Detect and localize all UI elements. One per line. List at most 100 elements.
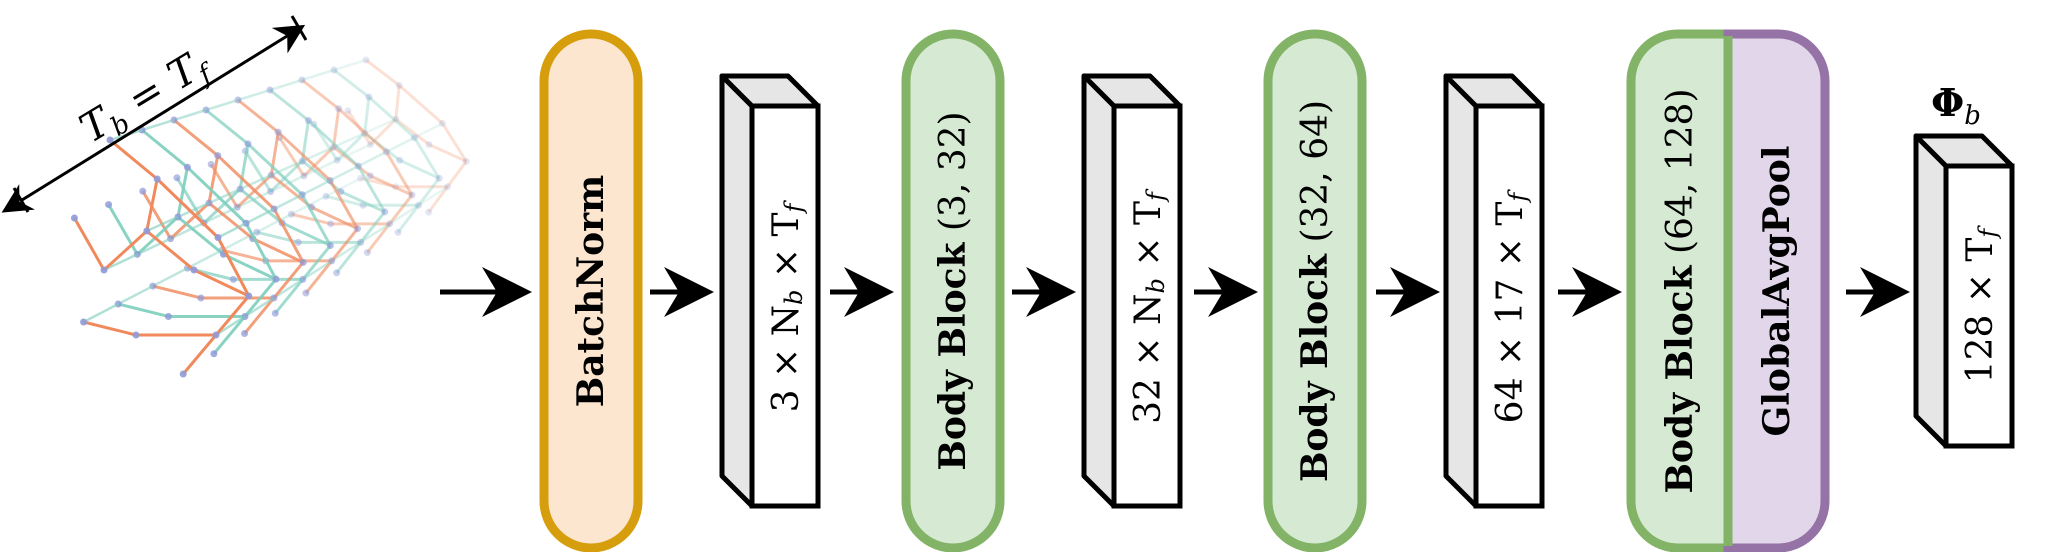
skeleton-temporal-link: [273, 278, 304, 299]
skeleton-joint: [439, 119, 446, 127]
skeleton-bone: [301, 78, 340, 110]
skeleton-joint: [354, 225, 362, 233]
tensor-3-label: 64 × 17 × Tf: [1490, 189, 1533, 424]
skeleton-bone: [369, 174, 413, 197]
skeleton-temporal-link: [325, 177, 362, 198]
skeleton-temporal-link: [173, 108, 207, 122]
skeleton-bone: [363, 96, 371, 134]
skeleton-joint: [272, 275, 280, 283]
skeleton-bone: [357, 165, 387, 213]
skeleton-joint: [394, 228, 402, 236]
skeleton-joint: [274, 128, 282, 136]
skeleton-joint: [271, 309, 279, 317]
skeleton-temporal-link: [385, 136, 416, 154]
skeleton-bone: [369, 118, 397, 146]
skeleton-joint: [425, 208, 433, 216]
skeleton-joint: [326, 176, 334, 184]
skeleton-joint: [214, 234, 222, 241]
skeleton-bone: [216, 236, 251, 297]
skeleton-joint: [190, 266, 198, 274]
skeleton-bone: [333, 68, 370, 99]
skeleton-bone: [310, 205, 359, 231]
skeleton-bone: [221, 248, 267, 263]
skeleton-joint: [183, 163, 191, 171]
skeleton-bone: [359, 210, 386, 244]
skeleton-joint: [214, 152, 222, 160]
skeleton-bone: [301, 244, 332, 281]
skeleton-bone: [290, 212, 331, 226]
skeleton-joint: [361, 129, 369, 137]
skeleton-temporal-link: [186, 249, 223, 270]
skeleton-temporal-link: [333, 131, 366, 149]
skeleton-bone: [446, 160, 468, 188]
skeleton-bone: [335, 241, 362, 274]
skeleton-joint: [365, 93, 373, 101]
skeleton-joint: [408, 191, 416, 199]
globalavgpool-label: GlobalAvgPool: [1756, 146, 1798, 437]
skeleton-bone: [252, 237, 304, 264]
skeleton-joint: [330, 66, 338, 74]
skeleton-temporal-link: [269, 78, 303, 92]
skeleton-sequence-illustration: Tb = Tf: [1, 15, 470, 378]
skeleton-bone: [366, 222, 391, 254]
skeleton-joint: [357, 238, 365, 246]
skeleton-joint: [294, 238, 302, 246]
skeleton-bone: [83, 320, 137, 337]
skeleton-joint: [382, 148, 390, 156]
skeleton-joint: [164, 312, 172, 320]
skeleton-bone: [428, 143, 467, 163]
skeleton-temporal-link: [152, 267, 189, 288]
skeleton-bone: [399, 158, 440, 180]
skeleton-bone: [346, 109, 372, 146]
body-block-32-64: Body Block (32, 64): [1263, 29, 1367, 552]
skeleton-bone: [269, 88, 310, 122]
skeleton-bone: [363, 131, 401, 162]
skeleton-temporal-link: [336, 143, 372, 162]
output-tensor-128-tf: 128 × Tf Φb: [1913, 80, 2015, 449]
skeleton-joint: [327, 220, 335, 228]
skeleton-bone: [237, 98, 280, 134]
skeleton-joint: [244, 140, 252, 148]
skeleton-bone: [325, 194, 364, 207]
skeleton-bone: [427, 185, 449, 213]
skeleton-temporal-link: [329, 165, 359, 182]
skeleton-joint: [143, 227, 151, 235]
skeleton-joint: [354, 162, 362, 170]
skeleton-temporal-link: [170, 221, 205, 240]
skeleton-joint: [392, 183, 399, 191]
skeleton-bone: [272, 208, 305, 264]
skeleton-bone: [336, 132, 366, 162]
body-block-1-label: Body Block (3, 32): [932, 111, 974, 470]
globalavgpool-shape: [1723, 29, 1830, 552]
skeleton-joint: [207, 160, 215, 168]
skeleton-joint: [210, 350, 218, 358]
skeleton-bone: [388, 194, 414, 225]
skeleton-bone: [152, 284, 202, 300]
body-block-64-128-with-pool: Body Block (64, 128) GlobalAvgPool: [1626, 29, 1830, 552]
skeleton-joint: [302, 289, 310, 297]
skeleton-joint: [179, 370, 187, 378]
skeleton-temporal-link: [301, 179, 331, 196]
tensor-1-label: 3 × Nb × Tf: [766, 199, 809, 412]
body-block-3-32: Body Block (3, 32): [901, 29, 1005, 552]
skeleton-joint: [173, 174, 181, 182]
tensor-64-17-tf: 64 × 17 × Tf: [1443, 73, 1545, 509]
output-tensor-label: 128 × Tf: [1960, 225, 2003, 384]
skeleton-joint: [335, 105, 343, 113]
skeleton-bone: [304, 259, 333, 294]
skeleton-joint: [462, 157, 470, 165]
skeleton-bone: [272, 261, 305, 299]
skeleton-bone: [145, 178, 159, 232]
skeleton-temporal-link: [333, 58, 367, 72]
skeleton-bone: [176, 215, 225, 256]
skeleton-joint: [245, 292, 253, 300]
skeleton-joint: [299, 258, 307, 266]
skeleton-bone: [136, 215, 179, 256]
skeleton-bone: [182, 334, 218, 375]
skeleton-bone: [145, 229, 195, 272]
skeleton-joint: [132, 331, 140, 339]
skeleton-temporal-link: [302, 259, 333, 281]
skeleton-bone: [417, 177, 441, 207]
skeleton-joint: [322, 192, 330, 200]
